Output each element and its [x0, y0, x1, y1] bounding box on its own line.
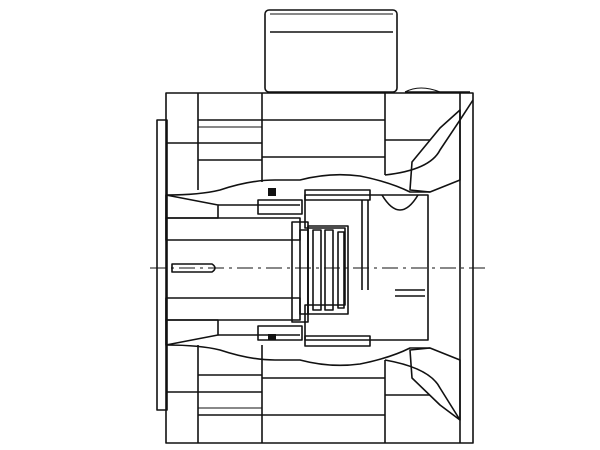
- cavity-profile: [165, 87, 474, 421]
- top-cap: [264, 9, 398, 93]
- center-block: [304, 189, 429, 347]
- left-sleeve: [165, 188, 303, 346]
- inner-cartridge: [291, 221, 349, 323]
